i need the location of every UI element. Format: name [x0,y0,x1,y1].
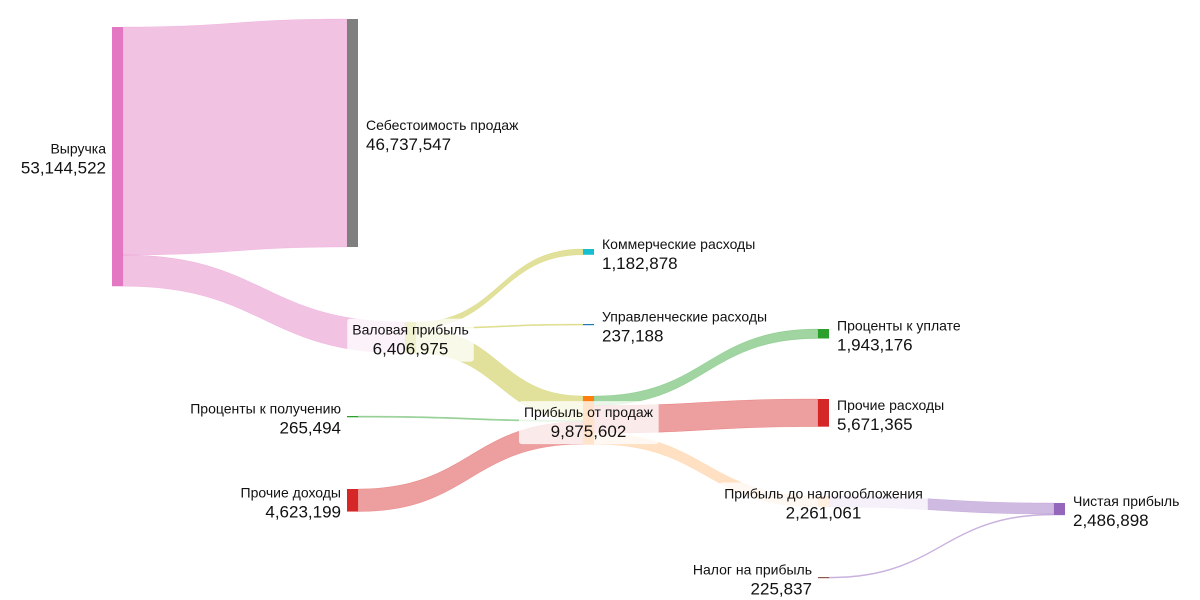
node-name-pretax: Прибыль до налогообложения [724,486,923,502]
node-name-op_profit: Прибыль от продаж [524,404,654,420]
link-gross-to-commercial [415,248,584,329]
node-value-int_pay: 1,943,176 [837,336,913,355]
node-label-pretax: Прибыль до налогообложения 2,261,061 [719,482,928,526]
node-value-other_exp: 5,671,365 [837,415,913,434]
node-name-gross: Валовая прибыль [352,322,469,338]
node-value-op_profit: 9,875,602 [551,422,627,441]
node-value-int_recv: 265,494 [280,419,341,438]
link-tax-to-net [828,513,1055,579]
node-name-int_recv: Проценты к получению [190,401,341,417]
node-label-admin: Управленческие расходы 237,188 [602,309,767,346]
labels-layer: Выручка 53,144,522 Себестоимость продаж 46,… [21,117,1180,599]
node-int_recv [347,416,358,418]
node-label-cogs: Себестоимость продаж 46,737,547 [366,117,519,154]
link-revenue-to-cogs [122,18,348,256]
node-label-net: Чистая прибыль 2,486,898 [1073,493,1179,530]
node-label-other_inc: Прочие доходы 4,623,199 [241,484,341,521]
node-name-tax: Налог на прибыль [693,562,812,578]
node-label-commercial: Коммерческие расходы 1,182,878 [602,236,755,273]
node-other_inc [347,489,358,512]
node-name-revenue: Выручка [50,141,106,157]
node-label-revenue: Выручка 53,144,522 [21,141,106,178]
node-label-op_profit: Прибыль от продаж 9,875,602 [518,401,659,445]
node-label-int_recv: Проценты к получению 265,494 [190,401,341,438]
node-net [1054,503,1065,516]
node-name-admin: Управленческие расходы [602,309,767,325]
node-label-other_exp: Прочие расходы 5,671,365 [837,397,944,434]
node-value-gross: 6,406,975 [373,340,449,359]
node-label-gross: Валовая прибыль 6,406,975 [347,318,474,362]
node-value-cogs: 46,737,547 [366,135,451,154]
node-name-cogs: Себестоимость продаж [366,117,519,133]
node-commercial [583,249,594,255]
node-cogs [347,19,358,247]
node-other_exp [818,399,829,427]
node-value-net: 2,486,898 [1073,511,1149,530]
node-label-tax: Налог на прибыль 225,837 [693,562,812,599]
node-int_pay [818,329,829,339]
node-tax [818,577,829,579]
label-background [347,318,474,362]
node-name-other_exp: Прочие расходы [837,397,944,413]
node-value-tax: 225,837 [751,580,812,599]
node-name-net: Чистая прибыль [1073,493,1179,509]
node-revenue [112,27,123,287]
node-admin [583,324,594,326]
node-value-revenue: 53,144,522 [21,159,106,178]
node-value-pretax: 2,261,061 [786,504,862,523]
node-name-commercial: Коммерческие расходы [602,236,755,252]
node-value-other_inc: 4,623,199 [265,502,341,521]
label-background [719,482,928,526]
node-name-int_pay: Проценты к уплате [837,318,961,334]
node-value-commercial: 1,182,878 [602,254,678,273]
node-label-int_pay: Проценты к уплате 1,943,176 [837,318,961,355]
node-value-admin: 237,188 [602,327,663,346]
label-background [518,401,659,445]
node-name-other_inc: Прочие доходы [241,484,341,500]
